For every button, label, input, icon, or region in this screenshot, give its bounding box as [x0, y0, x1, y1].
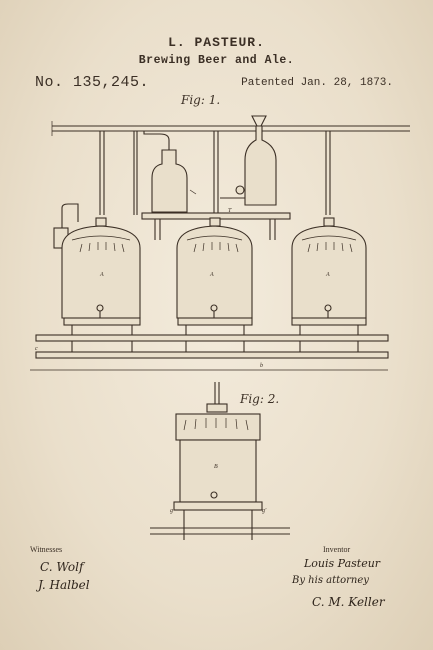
witness-signature-1: C. Wolf — [40, 560, 84, 574]
vat-1: A — [61, 217, 141, 319]
patent-date: Patented Jan. 28, 1873. — [241, 77, 393, 89]
figure-2-label: Fig: 2. — [240, 392, 280, 406]
inventor-label: Inventor — [323, 545, 351, 554]
patent-inventor-title: L. PASTEUR. — [168, 35, 265, 50]
patent-number: No. 135,245. — [35, 74, 150, 91]
svg-text:g: g — [170, 508, 173, 514]
svg-text:A: A — [209, 272, 214, 278]
flask-right — [220, 115, 277, 206]
svg-text:T: T — [228, 208, 232, 214]
inventor-signature: Louis Pasteur — [304, 557, 381, 570]
floor-beams: c b — [30, 334, 389, 371]
vat-3: A — [291, 217, 367, 319]
attorney-line: By his attorney — [292, 575, 369, 586]
witness-signature-2: J. Halbel — [38, 578, 90, 592]
witnesses-label: Witnesses — [30, 545, 63, 554]
svg-text:A: A — [99, 272, 104, 278]
figure-1-label: Fig: 1. — [181, 93, 221, 107]
svg-text:b: b — [260, 363, 263, 369]
svg-text:c: c — [35, 346, 38, 352]
svg-text:A: A — [325, 272, 330, 278]
figure-2-drawing: B g g' — [150, 382, 290, 540]
flask-left — [143, 131, 197, 213]
svg-text:g': g' — [262, 508, 267, 514]
svg-text:B: B — [214, 464, 218, 470]
attorney-signature: C. M. Keller — [312, 595, 385, 609]
feed-pipes — [99, 131, 331, 215]
figure-1-drawing: T A A — [30, 115, 410, 371]
vat-2: A — [176, 217, 253, 319]
patent-subtitle: Brewing Beer and Ale. — [138, 54, 295, 67]
